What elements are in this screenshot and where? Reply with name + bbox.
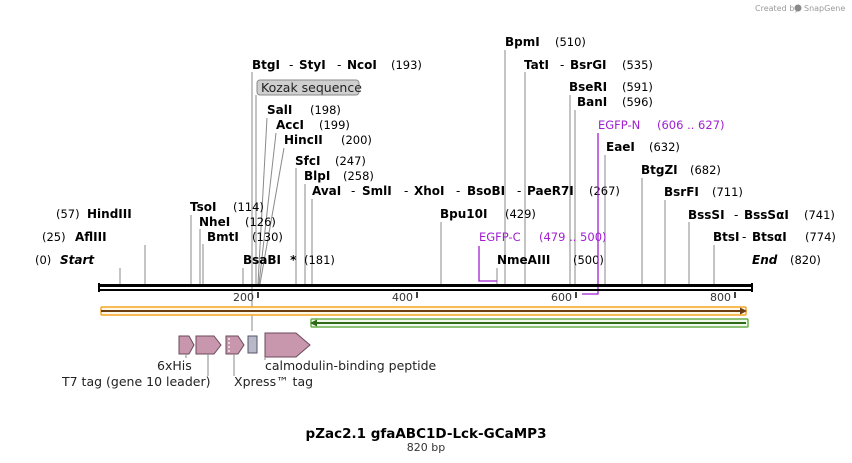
site-tati-group[interactable]: TatI - BsrGI (535) xyxy=(524,54,653,73)
feature-6xhis-arrow[interactable] xyxy=(178,335,195,355)
site-start[interactable]: (0) Start xyxy=(35,249,95,268)
site-bsssi-group[interactable]: BssSI - BssSαI (741) xyxy=(688,204,835,223)
feature-label-xpress: Xpress™ tag xyxy=(234,374,313,389)
feature-orange-forward[interactable] xyxy=(100,306,747,316)
kozak-sequence-label[interactable]: Kozak sequence xyxy=(256,79,362,96)
credit-brand: SnapGene xyxy=(804,4,845,13)
site-bpu10i[interactable]: Bpu10I (429) xyxy=(440,203,536,222)
svg-text:EGFP-N (606 .. 627): EGFP-N (606 .. 627) xyxy=(598,114,725,133)
ruler-tick-600: 600 xyxy=(551,291,572,304)
site-hindiii[interactable]: (57) HindIII xyxy=(56,203,132,222)
primer-egfp-c[interactable]: EGFP-C (479 .. 500) xyxy=(478,226,607,282)
site-nhei[interactable]: NheI (126) xyxy=(199,211,276,230)
site-bseri[interactable]: BseRI (591) xyxy=(569,76,653,95)
map-length: 820 bp xyxy=(407,441,445,454)
site-blpi[interactable]: BlpI (258) xyxy=(304,165,374,184)
site-hincii[interactable]: HincII (200) xyxy=(284,129,372,148)
primer-egfp-n[interactable]: EGFP-N (606 .. 627) xyxy=(582,114,725,295)
credit-prefix: Created by xyxy=(755,4,799,13)
restriction-sites: (0) Start (25) AflIII (57) HindIII TsoI … xyxy=(35,31,836,268)
site-acci[interactable]: AccI (199) xyxy=(276,114,350,133)
svg-text:Kozak sequence: Kozak sequence xyxy=(261,80,362,95)
primer-egfp-n-arrow xyxy=(582,133,599,295)
feature-kozak-box[interactable] xyxy=(247,335,258,354)
ruler-tick-400: 400 xyxy=(392,291,413,304)
site-bpmi[interactable]: BpmI (510) xyxy=(505,31,586,50)
position-ruler: 200 400 600 800 xyxy=(233,291,736,304)
site-btgi-group[interactable]: BtgI - StyI - NcoI (193) xyxy=(252,54,422,73)
feature-green-reverse[interactable] xyxy=(310,318,749,328)
feature-t7tag-arrow[interactable] xyxy=(195,335,222,355)
site-bmti[interactable]: BmtI (130) xyxy=(207,226,283,245)
site-sfci[interactable]: SfcI (247) xyxy=(295,150,366,169)
site-avai-group[interactable]: AvaI - SmlI - XhoI - BsoBI - PaeR7I (267… xyxy=(312,180,620,199)
map-title: pZac2.1 gfaABC1D-Lck-GCaMP3 xyxy=(306,426,547,442)
ruler-tick-800: 800 xyxy=(710,291,731,304)
snapgene-credit: Created by SnapGene xyxy=(755,4,845,13)
backbone-top-strand xyxy=(99,284,752,287)
tag-features xyxy=(178,332,311,376)
feature-label-t7tag: T7 tag (gene 10 leader) xyxy=(61,374,210,389)
dna-backbone xyxy=(98,283,753,292)
site-sali[interactable]: SalI (198) xyxy=(267,99,341,118)
backbone-bottom-strand xyxy=(99,289,752,291)
site-eaei[interactable]: EaeI (632) xyxy=(606,136,680,155)
feature-label-cbp: calmodulin-binding peptide xyxy=(265,358,437,373)
site-bani[interactable]: BanI (596) xyxy=(577,91,653,110)
site-end[interactable]: End (820) xyxy=(752,249,821,268)
site-nmeaiii[interactable]: NmeAIII (500) xyxy=(497,249,604,268)
site-tsoi[interactable]: TsoI (114) xyxy=(190,196,264,215)
site-bsrfi[interactable]: BsrFI (711) xyxy=(664,181,743,200)
site-bsabi[interactable]: BsaBI * (181) xyxy=(243,249,335,268)
site-btgzi[interactable]: BtgZI (682) xyxy=(641,159,721,178)
snapgene-logo-icon xyxy=(794,4,802,12)
site-btsi-group[interactable]: BtsI - BtsαI (774) xyxy=(713,226,836,245)
leader-lines xyxy=(119,50,715,331)
ruler-tick-200: 200 xyxy=(233,291,254,304)
svg-text:EGFP-C (479 .. 500): EGFP-C (479 .. 500) xyxy=(479,226,607,245)
primer-egfp-c-arrow xyxy=(478,246,497,282)
feature-label-6xhis: 6xHis xyxy=(157,358,192,373)
feature-xpress-arrow[interactable] xyxy=(225,335,245,355)
feature-cbp-arrow[interactable] xyxy=(264,332,311,358)
site-afliii[interactable]: (25) AflIII xyxy=(42,226,107,245)
